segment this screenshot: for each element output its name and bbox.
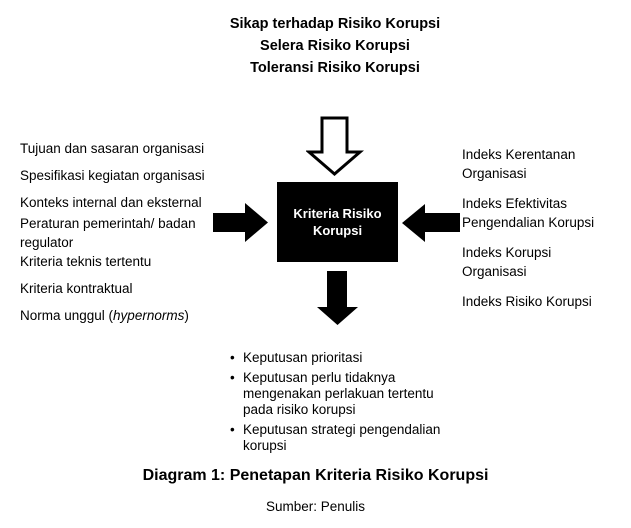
heading-line-sikap: Sikap terhadap Risiko Korupsi xyxy=(229,16,441,32)
list-item: Indeks Efektivitas Pengendalian Korupsi xyxy=(462,196,595,230)
decision-output-list: Keputusan prioritasi Keputusan perlu tid… xyxy=(230,350,458,458)
bullet-item: Keputusan prioritasi xyxy=(230,350,458,366)
list-item: Kriteria kontraktual xyxy=(20,281,133,296)
list-item: Indeks Kerentanan Organisasi xyxy=(462,147,576,181)
norma-suffix: ) xyxy=(184,308,189,323)
norma-prefix: Norma unggul ( xyxy=(20,308,114,323)
list-item-norma-unggul: Norma unggul (hypernorms) xyxy=(20,306,235,325)
index-output-list: Indeks Kerentanan Organisasi Indeks Efek… xyxy=(462,145,614,322)
solid-left-arrow-icon xyxy=(402,204,460,242)
source-label: Sumber: Penulis xyxy=(265,499,366,514)
list-item: Indeks Korupsi Organisasi xyxy=(462,245,552,279)
hollow-down-arrow-icon xyxy=(306,116,364,177)
heading-line-selera: Selera Risiko Korupsi xyxy=(260,38,410,54)
heading-line-toleransi: Toleransi Risiko Korupsi xyxy=(250,60,420,76)
kriteria-risiko-korupsi-box: Kriteria Risiko Korupsi xyxy=(277,182,398,262)
input-criteria-list: Tujuan dan sasaran organisasi Spesifikas… xyxy=(20,139,235,333)
bullet-item: Keputusan strategi pengendalian korupsi xyxy=(230,422,458,454)
diagram-caption: Diagram 1: Penetapan Kriteria Risiko Kor… xyxy=(142,467,489,484)
center-box-label: Kriteria Risiko Korupsi xyxy=(293,206,382,238)
list-item: Tujuan dan sasaran organisasi xyxy=(20,141,205,156)
diagram-heading: Sikap terhadap Risiko Korupsi Selera Ris… xyxy=(185,13,485,79)
bullet-item: Keputusan perlu tidaknya mengenakan perl… xyxy=(230,370,458,418)
solid-right-arrow-icon xyxy=(213,203,268,242)
list-item: Indeks Risiko Korupsi xyxy=(462,294,592,309)
list-item: Konteks internal dan eksternal xyxy=(20,195,202,210)
list-item: Kriteria teknis tertentu xyxy=(20,254,152,269)
list-item: Spesifikasi kegiatan organisasi xyxy=(20,168,205,183)
hypernorms-italic: hypernorms xyxy=(113,308,185,323)
list-item: Peraturan pemerintah/ badan regulator xyxy=(20,216,196,250)
solid-down-arrow-icon xyxy=(317,271,358,325)
